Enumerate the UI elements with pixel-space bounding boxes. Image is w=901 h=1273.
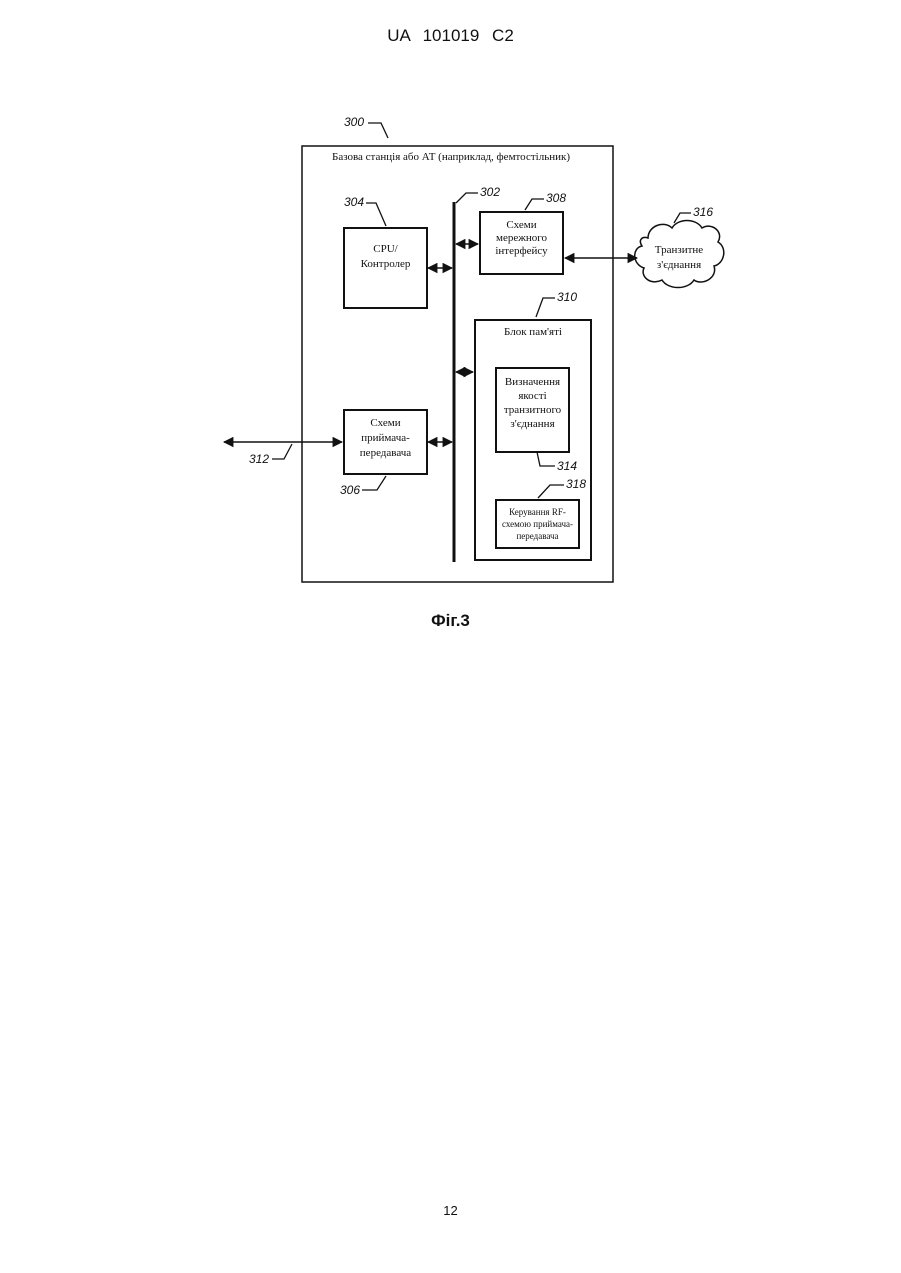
ref-314: 314 <box>557 459 577 473</box>
cpu-label-line1: CPU/ <box>373 243 398 255</box>
ref-306: 306 <box>340 483 360 497</box>
rf-label-line3: передавача <box>516 531 558 541</box>
netif-label-line1: Схеми <box>506 219 536 231</box>
outer-box-300 <box>302 146 613 582</box>
memory-label: Блок пам'яті <box>504 326 562 338</box>
transceiver-label-line3: передавача <box>360 447 412 459</box>
ref-318: 318 <box>566 477 586 491</box>
leader-308 <box>525 199 544 210</box>
cloud-label-line1: Транзитне <box>655 244 703 256</box>
transceiver-label-line1: Схеми <box>370 417 400 429</box>
leader-314 <box>537 452 555 466</box>
netif-label-line3: інтерфейсу <box>495 245 548 257</box>
ref-316: 316 <box>693 205 713 219</box>
leader-310 <box>536 298 555 317</box>
leader-300 <box>368 123 388 138</box>
netif-label-line2: мережного <box>496 232 547 244</box>
cloud-label-line2: з'єднання <box>657 259 701 271</box>
ref-302: 302 <box>480 185 500 199</box>
leader-302 <box>456 193 478 203</box>
quality-label-line2: якості <box>518 390 546 402</box>
ref-308: 308 <box>546 191 566 205</box>
outer-box-label: Базова станція або АТ (наприклад, фемтос… <box>332 151 570 163</box>
quality-label-line3: транзитного <box>504 404 562 416</box>
transceiver-label-line2: приймача- <box>361 432 410 444</box>
page-number: 12 <box>0 1203 901 1218</box>
ref-312: 312 <box>249 452 269 466</box>
ref-300: 300 <box>344 115 364 129</box>
leader-304 <box>366 203 386 226</box>
leader-306 <box>362 476 386 490</box>
leader-318 <box>538 485 564 498</box>
rf-label-line1: Керування RF- <box>509 507 566 517</box>
cpu-label-line2: Контролер <box>361 258 411 270</box>
rf-label-line2: схемою приймача- <box>502 519 573 529</box>
figure-caption: Фіг.3 <box>0 611 901 631</box>
ref-310: 310 <box>557 290 577 304</box>
quality-label-line4: з'єднання <box>510 418 554 430</box>
leader-312 <box>272 444 292 459</box>
block-diagram: Базова станція або АТ (наприклад, фемтос… <box>0 0 901 640</box>
quality-label-line1: Визначення <box>505 376 560 388</box>
ref-304: 304 <box>344 195 364 209</box>
